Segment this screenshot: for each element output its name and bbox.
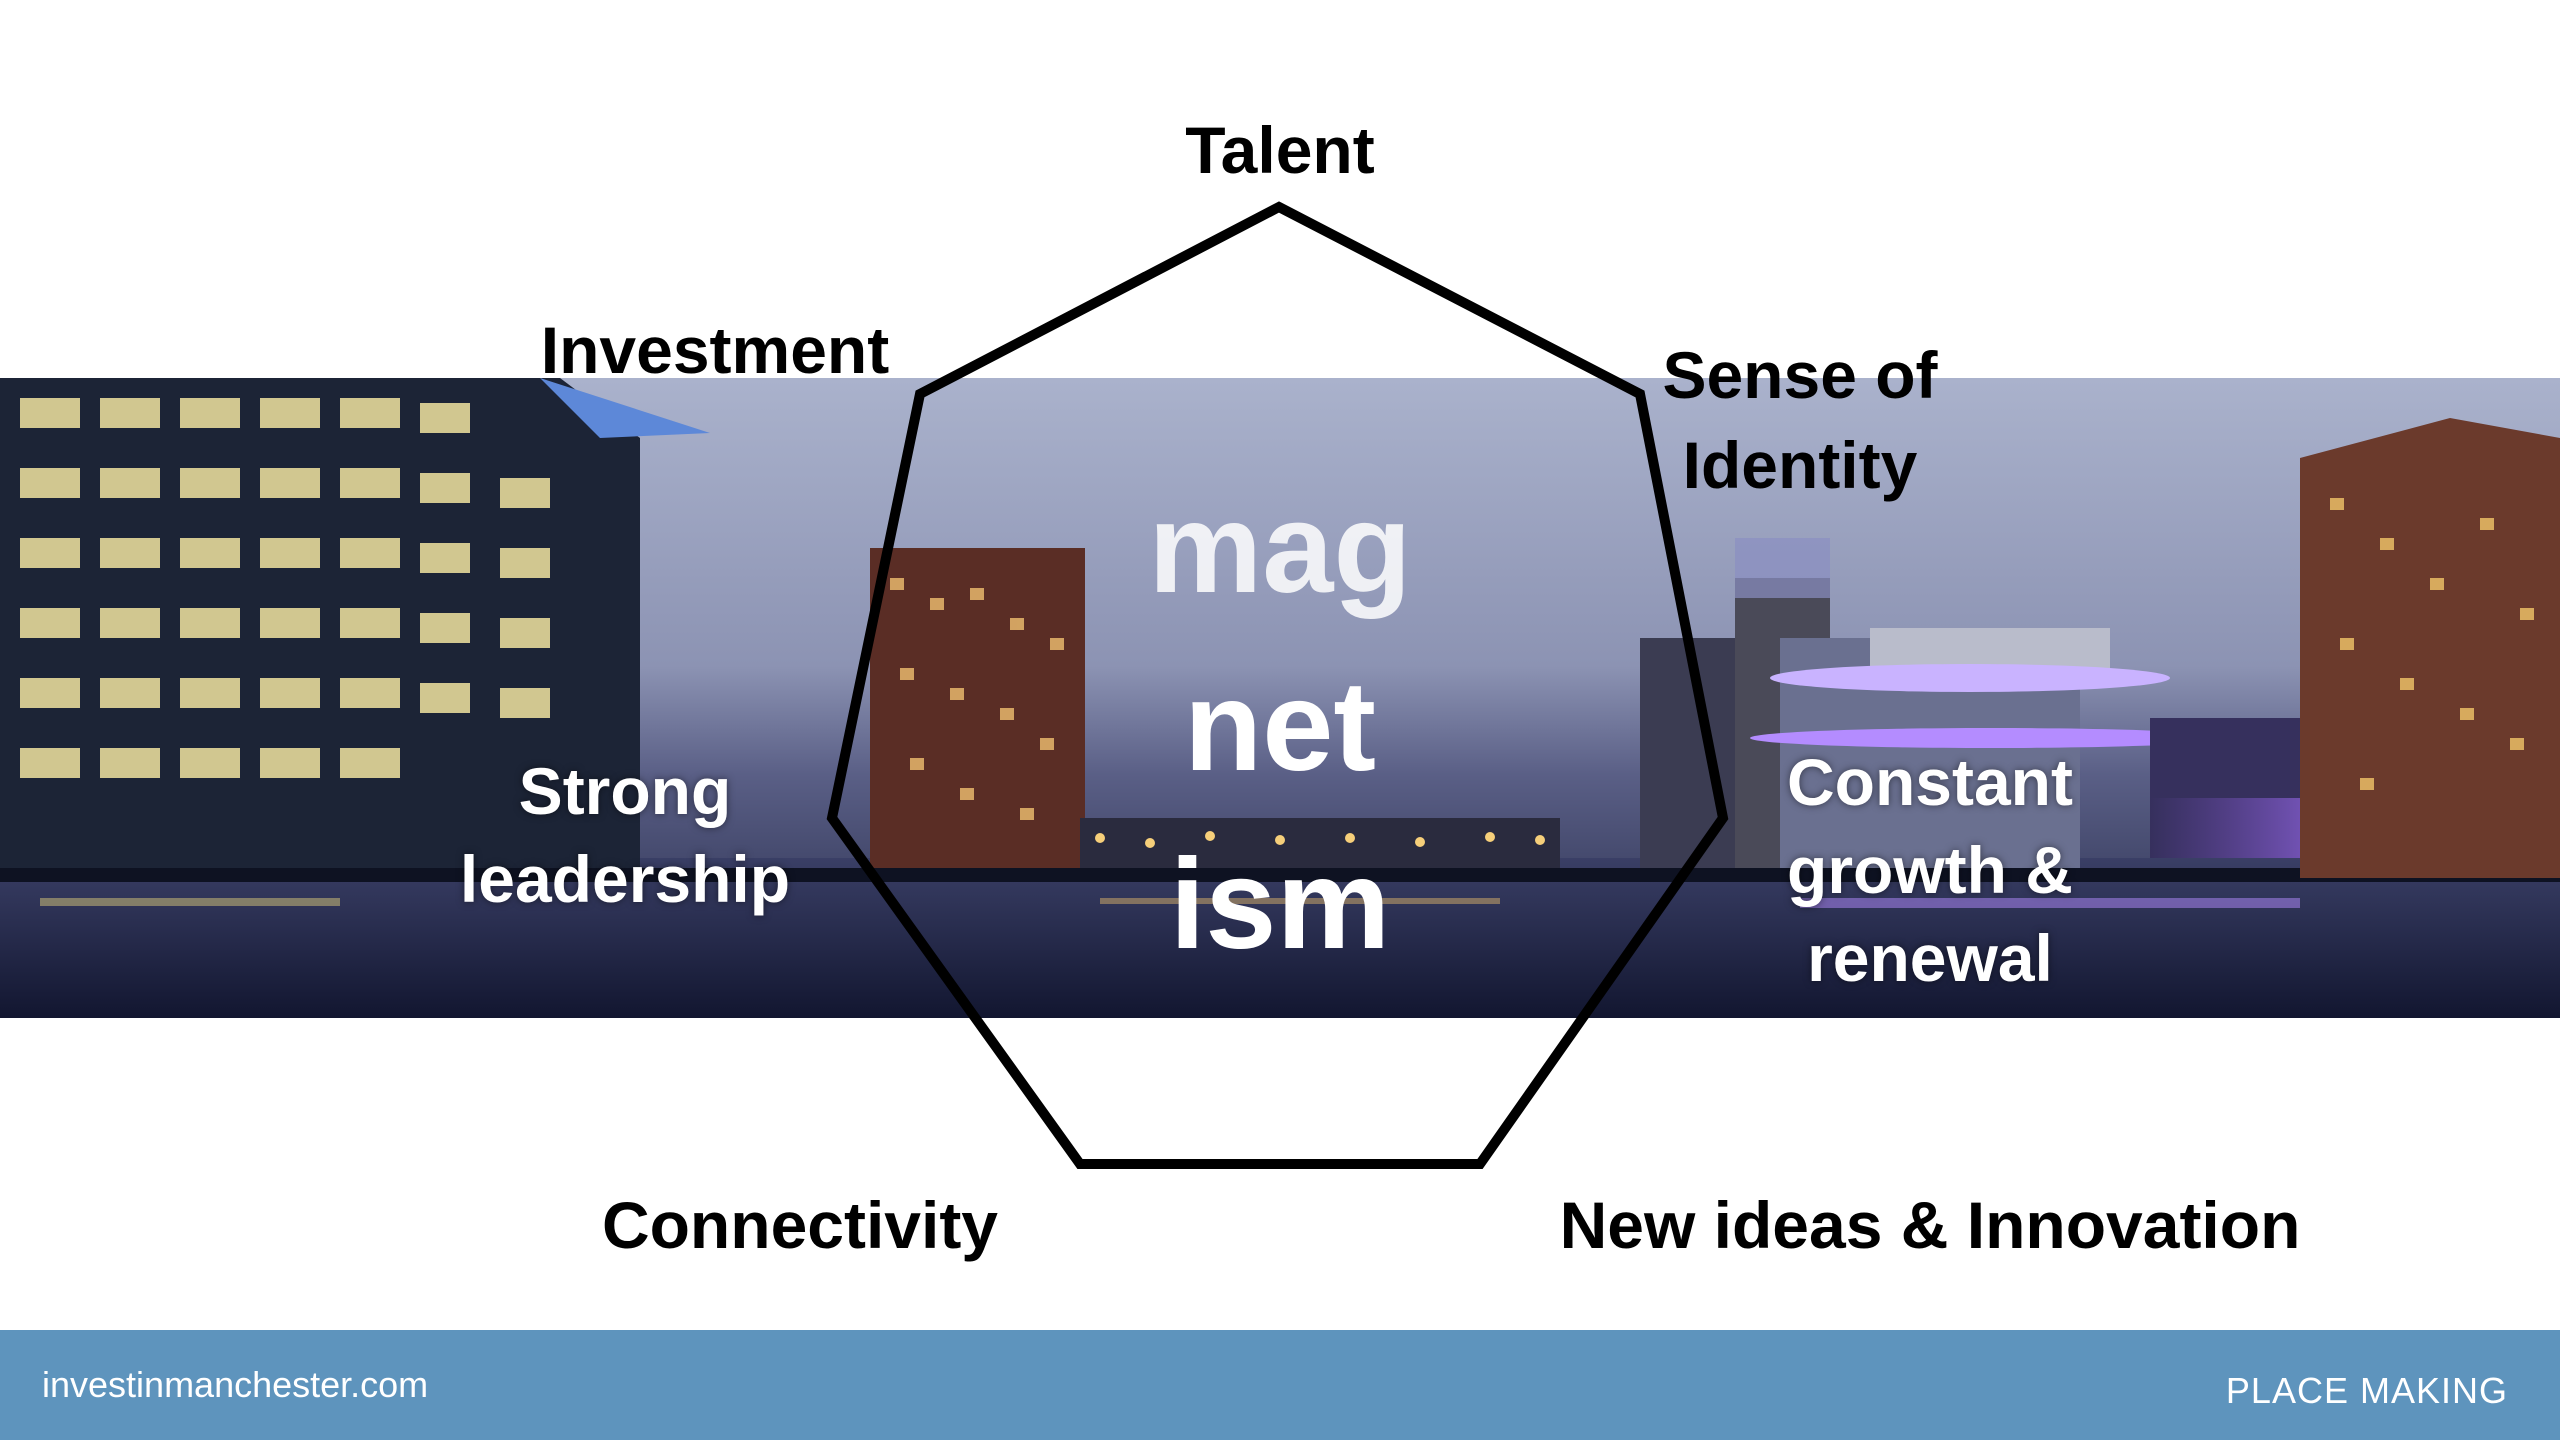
label-strong-leadership: Strong leadership xyxy=(440,747,810,923)
magnetism-part: mag xyxy=(1148,477,1412,620)
label-line: leadership xyxy=(459,842,791,916)
label-line: Constant xyxy=(1787,745,2073,819)
label-talent: Talent xyxy=(1185,113,1375,187)
footer-url[interactable]: investinmanchester.com xyxy=(42,1364,429,1405)
magnetism-word: mag net ism xyxy=(1075,460,1485,994)
label-investment: Investment xyxy=(540,313,890,387)
magnetism-part: ism xyxy=(1169,833,1391,976)
label-line: Strong xyxy=(518,754,732,828)
label-new-ideas: New ideas & Innovation xyxy=(1559,1188,2301,1262)
label-constant-growth: Constant growth & renewal xyxy=(1755,738,2105,1002)
label-line: growth & xyxy=(1787,833,2073,907)
label-sense-of-identity: Sense of Identity xyxy=(1640,330,1960,510)
label-connectivity: Connectivity xyxy=(601,1188,999,1262)
magnetism-part: net xyxy=(1184,655,1376,798)
cityscape-photo xyxy=(0,378,2560,1018)
label-line: Sense of xyxy=(1662,338,1938,412)
label-line: renewal xyxy=(1807,921,2053,995)
label-line: Identity xyxy=(1682,428,1918,502)
footer-section-title: PLACE MAKING xyxy=(2225,1370,2508,1411)
footer-bar: investinmanchester.com PLACE MAKING xyxy=(0,1330,2560,1440)
